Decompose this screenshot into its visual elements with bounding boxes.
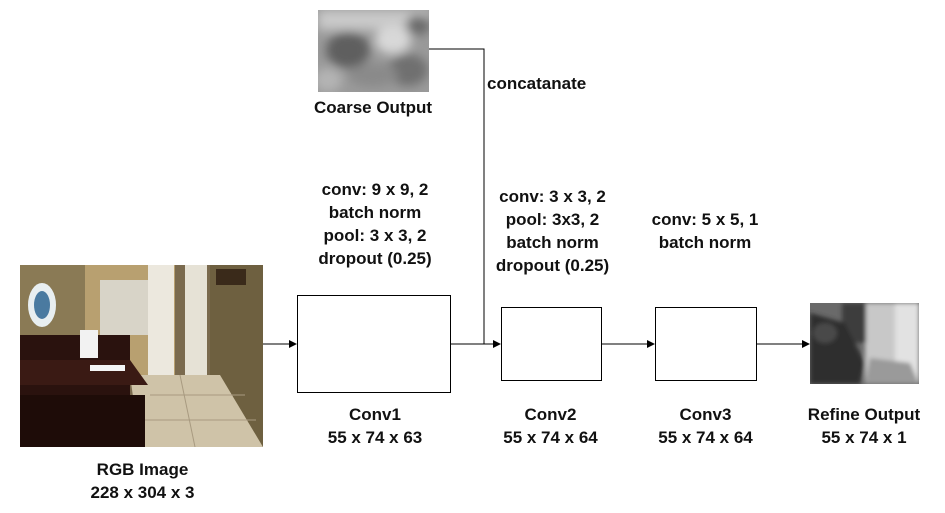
conv1-label: Conv1 55 x 74 x 63 <box>300 403 450 449</box>
coarse-output-title: Coarse Output <box>313 98 433 117</box>
conv3-ops: conv: 5 x 5, 1 batch norm <box>630 208 780 254</box>
conv3-op-batchnorm: batch norm <box>658 233 752 252</box>
rgb-input-image <box>20 265 263 447</box>
conv2-ops: conv: 3 x 3, 2 pool: 3x3, 2 batch norm d… <box>470 185 635 277</box>
concat-text: concatanate <box>487 74 587 93</box>
refine-output-image <box>810 303 919 384</box>
conv2-op-conv: conv: 3 x 3, 2 <box>499 187 606 206</box>
concat-label: concatanate <box>487 72 586 95</box>
conv1-op-dropout: dropout (0.25) <box>318 249 432 268</box>
refine-output-dims: 55 x 74 x 1 <box>821 428 907 447</box>
coarse-output-image <box>318 10 429 92</box>
conv1-op-batchnorm: batch norm <box>328 203 422 222</box>
conv3-title: Conv3 <box>679 405 732 424</box>
conv2-op-batchnorm: batch norm <box>506 233 599 252</box>
conv2-dims: 55 x 74 x 64 <box>503 428 598 447</box>
concat-line <box>429 48 485 344</box>
conv3-op-conv: conv: 5 x 5, 1 <box>651 210 759 229</box>
conv1-title: Conv1 <box>349 405 401 424</box>
refine-output-title: Refine Output <box>807 405 921 424</box>
conv2-op-pool: pool: 3x3, 2 <box>505 210 600 229</box>
conv3-block <box>655 307 757 381</box>
conv1-ops: conv: 9 x 9, 2 batch norm pool: 3 x 3, 2… <box>290 178 460 270</box>
conv2-block <box>501 307 602 381</box>
rgb-input-title: RGB Image <box>96 460 189 479</box>
conv1-block <box>297 295 451 393</box>
conv3-dims: 55 x 74 x 64 <box>658 428 753 447</box>
rgb-input-dims: 228 x 304 x 3 <box>90 483 195 502</box>
coarse-output-label: Coarse Output <box>288 96 458 119</box>
conv2-title: Conv2 <box>524 405 577 424</box>
conv2-op-dropout: dropout (0.25) <box>495 256 610 275</box>
rgb-input-label: RGB Image 228 x 304 x 3 <box>55 458 230 504</box>
conv1-op-conv: conv: 9 x 9, 2 <box>321 180 429 199</box>
refine-output-label: Refine Output 55 x 74 x 1 <box>783 403 945 449</box>
conv1-op-pool: pool: 3 x 3, 2 <box>323 226 427 245</box>
conv1-dims: 55 x 74 x 63 <box>327 428 423 447</box>
conv2-label: Conv2 55 x 74 x 64 <box>473 403 628 449</box>
conv3-label: Conv3 55 x 74 x 64 <box>628 403 783 449</box>
